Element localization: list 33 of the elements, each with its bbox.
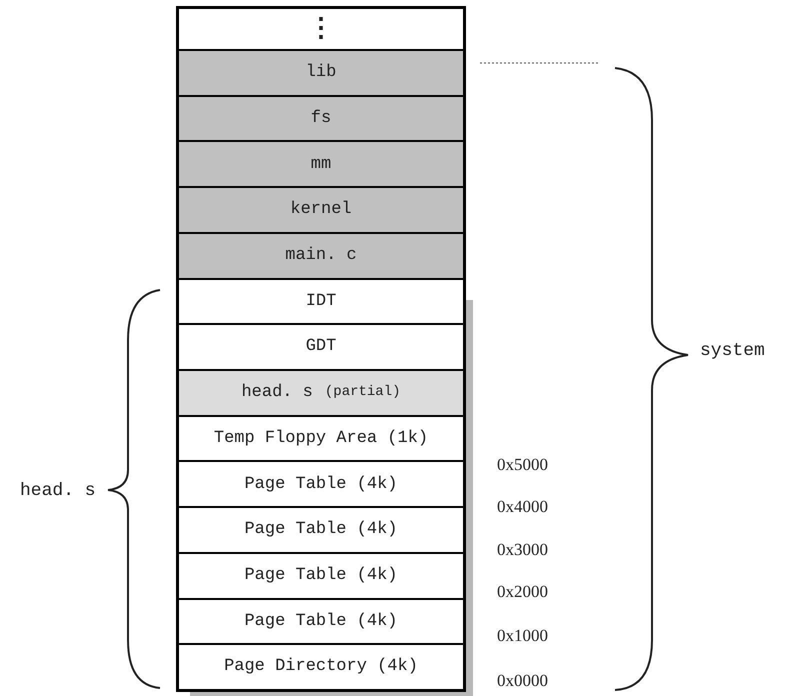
region-label: lib <box>306 62 336 84</box>
memory-region <box>179 278 463 324</box>
region-label: head. s <box>241 382 313 404</box>
memory-region <box>179 94 463 140</box>
memory-region <box>179 598 463 644</box>
address-label: 0x3000 <box>497 539 548 561</box>
memory-region <box>179 232 463 278</box>
region-label: main. c <box>285 244 357 267</box>
region-label: Page Table (4k) <box>244 610 398 633</box>
region-label: Page Table (4k) <box>244 565 398 588</box>
region-label: mm <box>310 154 332 176</box>
region-note: (partial) <box>324 383 401 402</box>
memory-region <box>179 140 463 186</box>
address-label: 0x2000 <box>497 581 548 603</box>
memory-region <box>179 369 463 415</box>
region-label: fs <box>310 108 332 130</box>
region-label: Page Table (4k) <box>244 474 398 496</box>
brace-label: system <box>700 340 765 363</box>
memory-region <box>179 186 463 232</box>
region-label: GDT <box>306 336 336 358</box>
region-label: Page Table (4k) <box>244 519 398 542</box>
address-label: 0x1000 <box>497 625 548 647</box>
region-label: ⋮ <box>308 16 334 42</box>
address-label: 0x0000 <box>497 670 548 692</box>
memory-region <box>179 414 463 460</box>
region-label: IDT <box>306 290 336 313</box>
region-label: Temp Floppy Area (1k) <box>214 428 428 450</box>
brace-label: head. s <box>20 480 96 503</box>
address-label: 0x4000 <box>497 496 548 518</box>
region-label: Page Directory (4k) <box>224 656 418 678</box>
memory-region <box>179 49 463 95</box>
address-label: 0x5000 <box>497 454 548 476</box>
region-label: kernel <box>290 199 352 222</box>
